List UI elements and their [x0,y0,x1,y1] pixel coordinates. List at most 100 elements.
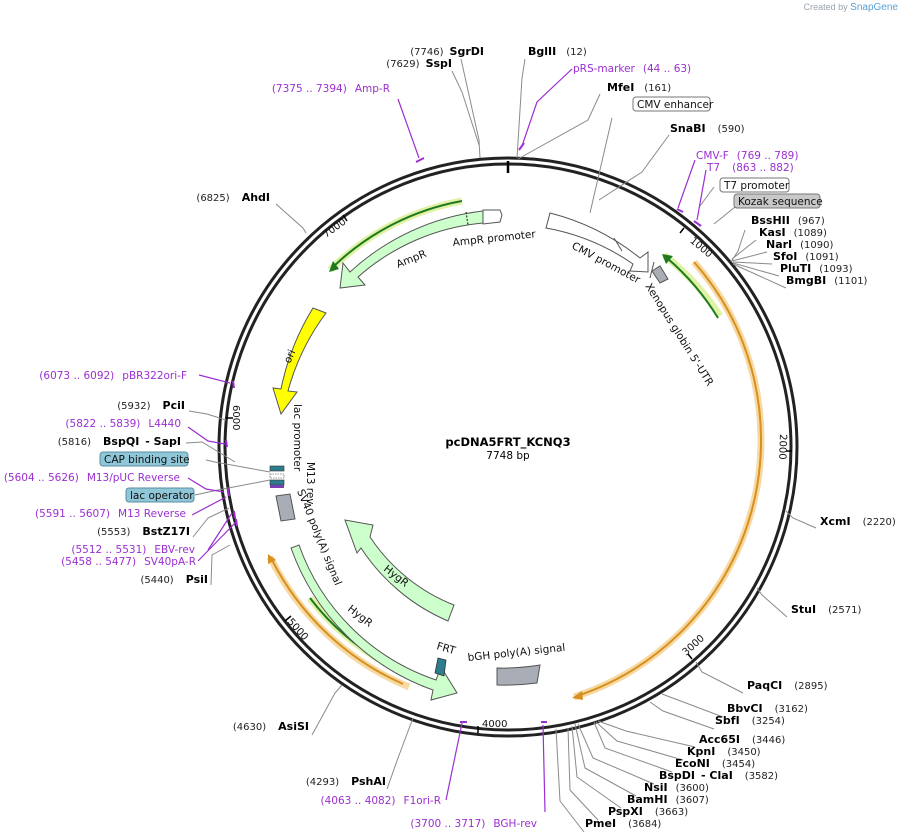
enzyme-sfoi: SfoI(1091) [773,250,839,263]
snapgene-credit: Created by SnapGene [804,2,898,13]
primer-amp-r: (7375 .. 7394)Amp-R [272,83,390,95]
orf-kcnq3-line [579,261,763,696]
ori-arrow [272,307,327,416]
xenopus-utr-tick [649,261,655,279]
enzyme-sspi: (7629)SspI [386,57,452,70]
enzyme-paqci: PaqCI(2895) [747,679,828,692]
lac-promoter-mark [269,473,285,479]
orf-kcnq3-arrowhead [572,691,583,700]
enzyme-nsii: NsiI(3600) [644,781,709,794]
enzyme-bsshii: BssHII(967) [751,214,825,227]
enzyme-asisi: (4630)AsiSI [233,720,309,733]
enzyme-sbfi: SbfI(3254) [715,714,785,727]
tick-label-7000: 7000 [321,217,348,241]
tick-5000: 5000 [284,615,310,643]
enzyme-bspdi-clai: BspDI- ClaI(3582) [659,769,778,782]
plasmid-name: pcDNA5FRT_KCNQ3 [445,435,570,450]
frt-block [434,657,447,677]
plasmid-length: 7748 bp [486,450,530,462]
ampr-arrow [339,210,484,289]
enzyme-bglii: BglII(12) [528,45,587,58]
hygr-arrow-inner [344,519,455,622]
sv40-polya-block [275,493,296,522]
cmv-enhancer-label: CMV enhancer [637,99,714,111]
primer-pbr322ori-f: (6073 .. 6092)pBR322ori-F [39,370,187,382]
enzyme-nari: NarI(1090) [766,238,834,251]
primer-cmv-f: CMV-F(769 .. 789) [696,150,798,162]
orf-left-arrowhead [268,554,276,564]
tick-1000: 1000 [679,227,714,260]
hygr-arrow-outer [290,544,458,701]
enzyme-acc65i: Acc65I(3446) [699,733,785,746]
primer-m13-reverse: (5591 .. 5607)M13 Reverse [35,508,186,520]
m13-rev-label: M13 rev [304,462,316,505]
enzyme-bmgbi: BmgBI(1101) [786,274,868,287]
t7-promoter-label: T7 promoter [723,180,790,192]
tick-4000: 4000 [477,719,507,733]
cap-binding-site-mark [269,465,285,472]
enzyme-labels: (7746)SgrDI (7629)SspI BglII(12) MfeI(16… [58,45,896,830]
cmv-enhancer-box [632,96,711,112]
primer-prs-marker: pRS-marker(44 .. 63) [573,63,691,75]
tick-6000: 6000 [226,405,241,430]
enzyme-pcii: (5932)PciI [117,399,185,412]
enzyme-kasi: KasI(1089) [759,226,827,239]
m13-rev-mark [270,485,284,488]
cap-binding-site-label: CAP binding site [104,454,190,466]
primer-ebv-rev: (5512 .. 5531)EBV-rev [71,544,195,556]
t7-promoter-box [719,177,790,193]
enzyme-kpni: KpnI(3450) [687,745,761,758]
orf-left-line [271,559,404,685]
bgh-polya-label: bGH poly(A) signal [467,642,566,664]
ampr-promoter-label: AmpR promoter [452,228,537,249]
cap-binding-site-box [99,451,189,467]
tick-7000: 7000 [321,214,348,241]
ori-label: ori [282,348,299,365]
enzyme-bstz17i: (5553)BstZ17I [97,525,190,538]
enzyme-pluti: PluTI(1093) [780,262,853,275]
enzyme-sgrdi: (7746)SgrDI [410,45,484,58]
orf-cmv-arrowhead [662,254,673,264]
enzyme-ahdi: (6825)AhdI [196,191,270,204]
xenopus-utr-block [651,265,669,284]
tick-label-4000: 4000 [482,719,507,730]
cmv-promoter-divider [613,237,623,252]
tick-label-5000: 5000 [285,617,310,643]
enzyme-bbvci: BbvCI(3162) [727,702,808,715]
credit-prefix: Created by [803,2,848,12]
frt-label: FRT [435,640,457,657]
tick-label-2000: 2000 [776,434,788,460]
backbone-outer [217,156,799,738]
primer-f1ori-r: (4063 .. 4082)F1ori-R [321,795,441,807]
lac-operator-label: lac operator [130,490,194,502]
enzyme-xcmi: XcmI(2220) [820,515,896,528]
enzyme-stui: StuI(2571) [791,603,861,616]
tick-label-3000: 3000 [681,633,707,658]
primer-lines [187,68,707,813]
enzyme-bamhi: BamHI(3607) [627,793,709,806]
primer-labels: (7375 .. 7394)Amp-R pRS-marker(44 .. 63)… [4,63,799,830]
primer-sv40pa-r: (5458 .. 5477)SV40pA-R [61,556,196,568]
snapgene-logo-text: SnapGene [850,2,898,13]
enzyme-bspqi-sapi: (5816)BspQI- SapI [58,435,181,448]
kozak-sequence-label: Kozak sequence [738,196,823,208]
enzyme-mfei: MfeI(161) [607,81,671,94]
ampr-label: AmpR [395,248,429,271]
enzyme-pshai: (4293)PshAI [306,775,386,788]
orf-cmv-line [666,257,719,319]
orf-ampr-line [333,200,463,267]
orf-ampr-arrowhead [329,261,339,272]
tick-2000: 2000 [776,434,792,460]
primer-m13-puc-reverse: (5604 .. 5626)M13/pUC Reverse [4,472,180,484]
enzyme-pmei: PmeI(3684) [585,817,661,830]
leader-lines [185,58,817,833]
ampr-feature-mark [465,211,469,226]
primer-l4440: (5822 .. 5839)L4440 [65,418,181,430]
ampr-promoter-arrow [482,209,503,225]
lac-operator-mark [269,479,285,486]
tick-label-6000: 6000 [230,405,241,430]
primer-t7: T7(863 .. 882) [706,162,794,174]
lac-promoter-label: lac promoter [291,404,303,472]
primer-bgh-rev: (3700 .. 3717)BGH-rev [410,818,537,830]
